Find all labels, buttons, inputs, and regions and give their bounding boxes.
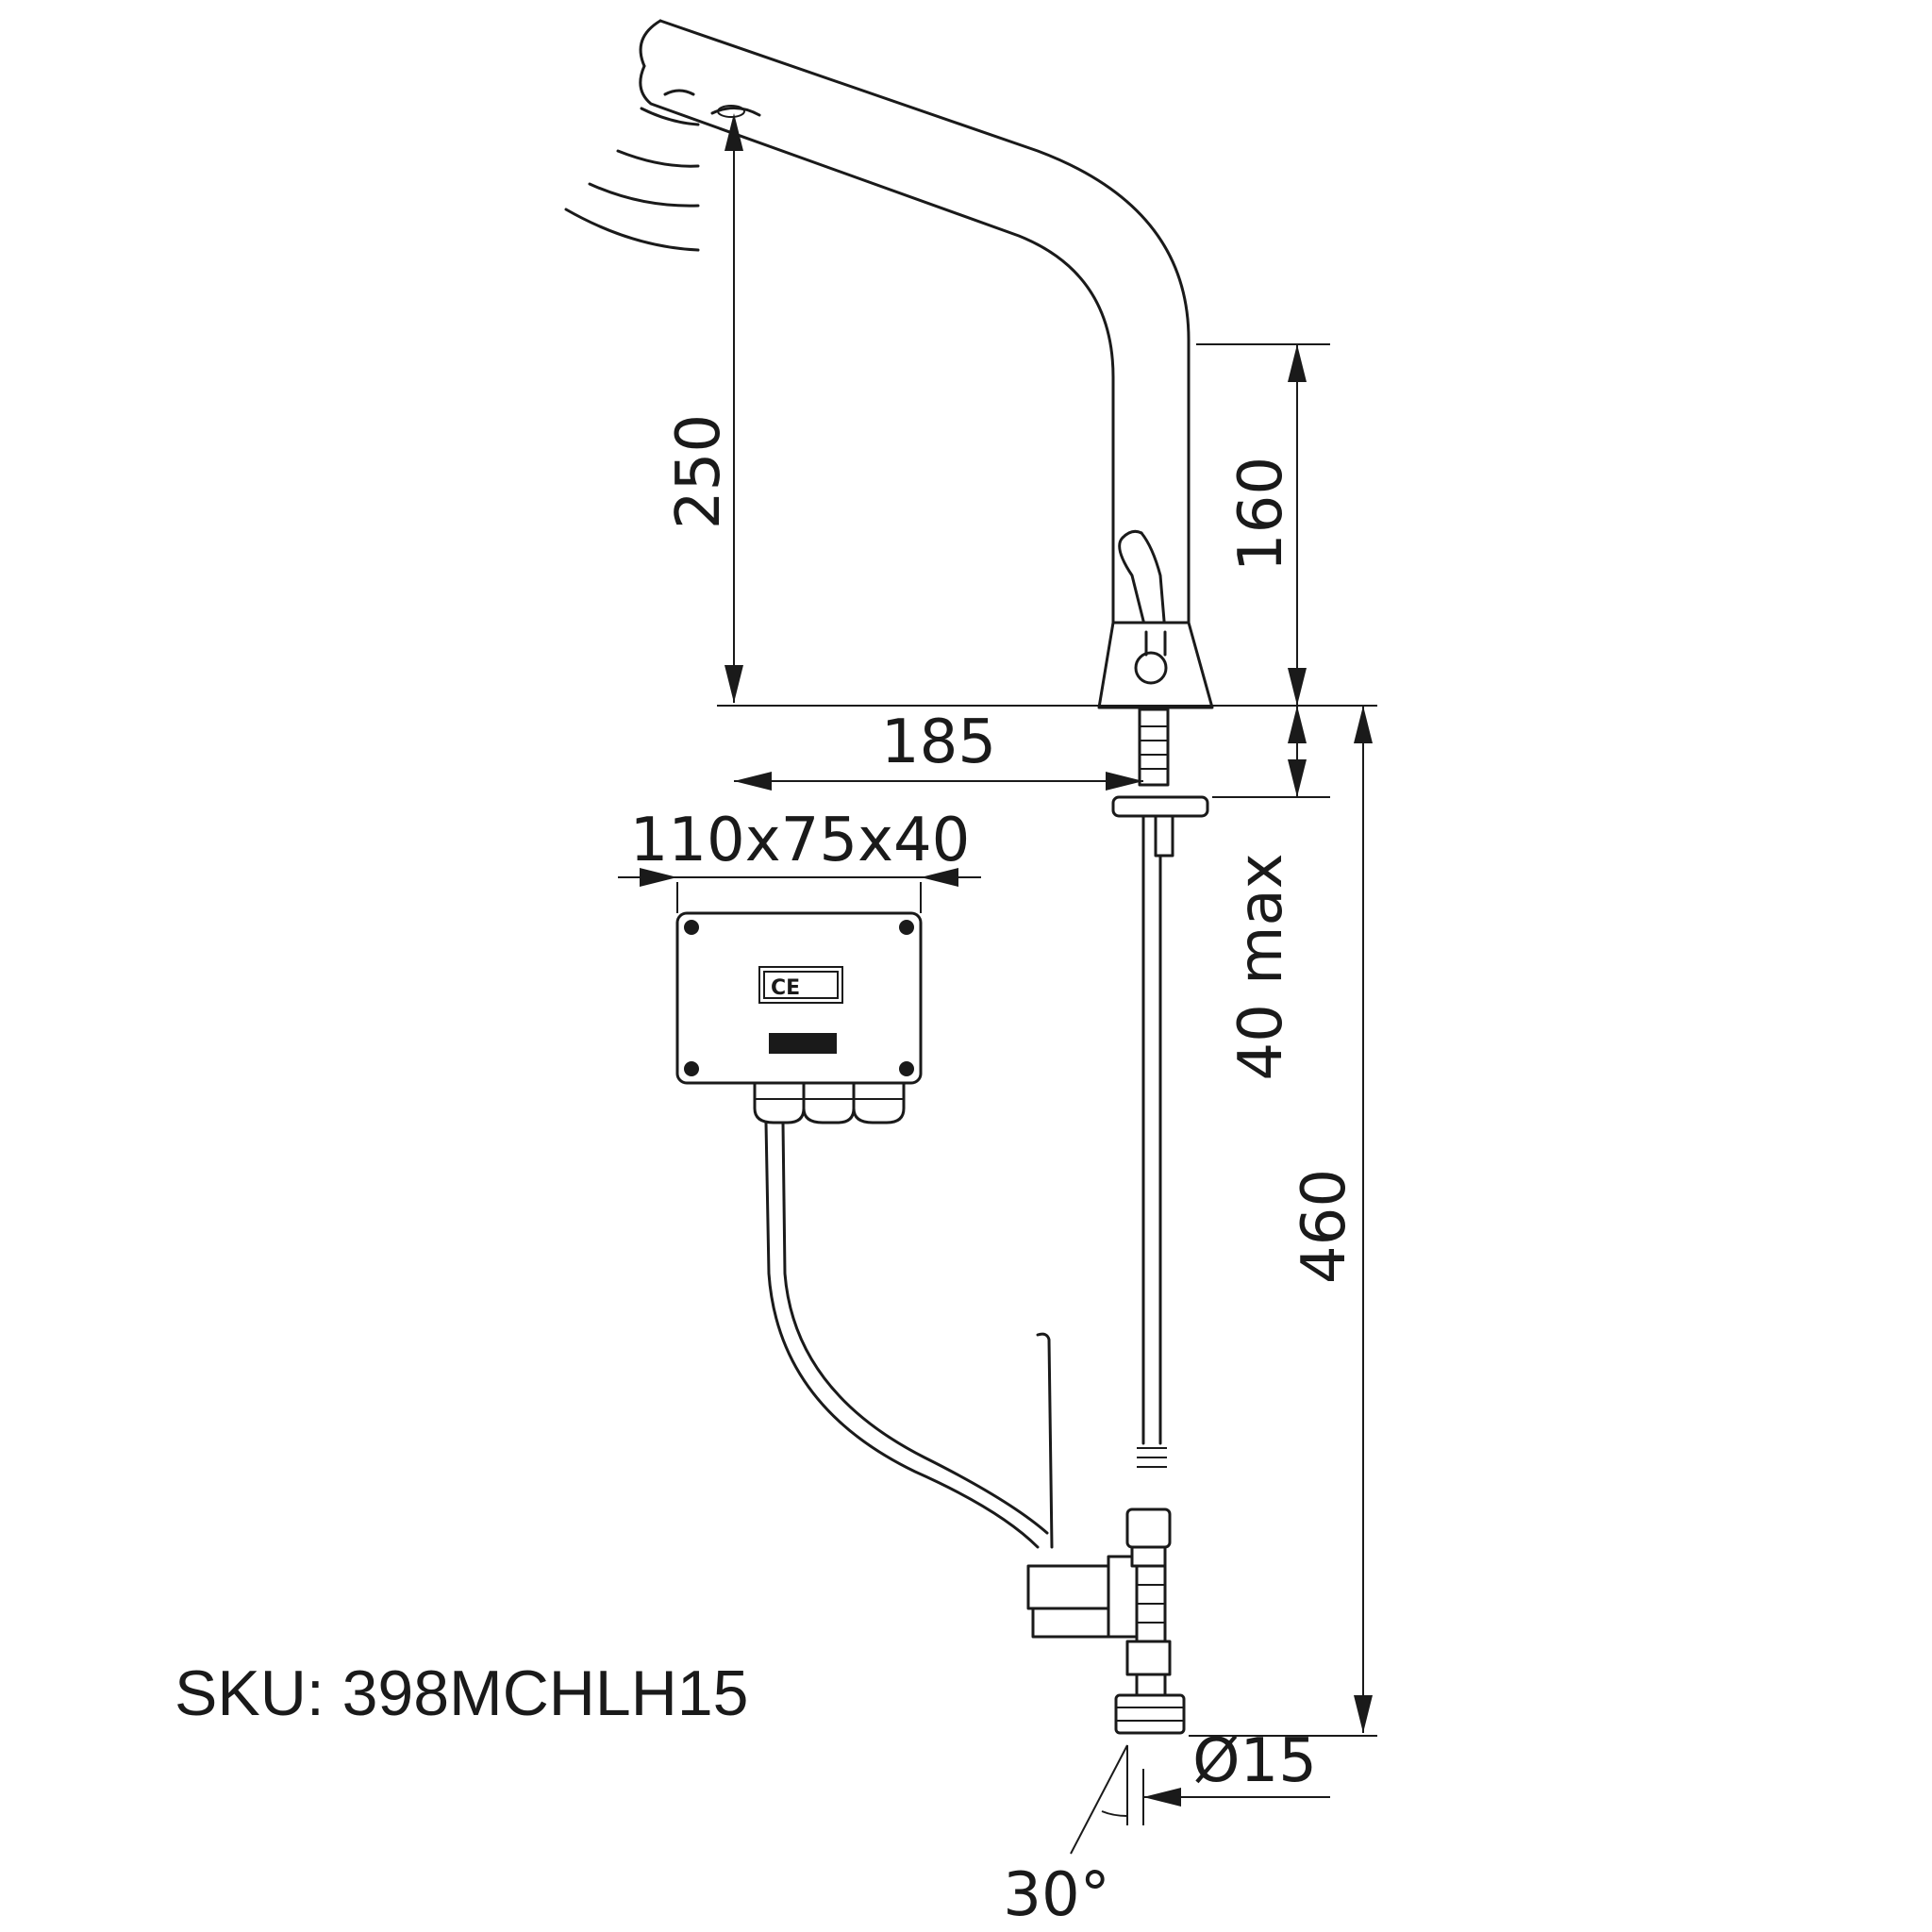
dim-diameter: Ø15 [1192,1726,1317,1796]
faucet-body [1097,529,1214,709]
sensor-waves-icon [564,107,700,252]
dim-box-size: 110x75x40 [630,806,971,875]
dimension-lines [618,113,1377,1855]
dim-40-max: 40 max [1226,853,1296,1080]
faucet-spout [639,19,1191,625]
dim-angle: 30° [1003,1860,1109,1930]
dim-250: 250 [664,414,734,529]
ce-label-text: CE [771,976,800,1000]
dim-185: 185 [881,708,996,777]
solenoid-valve [1026,1507,1186,1735]
dimension-labels: 250 160 185 110x75x40 40 max 460 Ø15 30° [630,414,1359,1930]
ce-label-icon: CE [758,966,843,1004]
control-box: CE [675,911,1054,1549]
dim-460: 460 [1290,1169,1359,1284]
mount-shank [1111,708,1209,1468]
dim-160: 160 [1226,457,1296,572]
sku-label: SKU: 398MCHLH15 [175,1657,748,1729]
